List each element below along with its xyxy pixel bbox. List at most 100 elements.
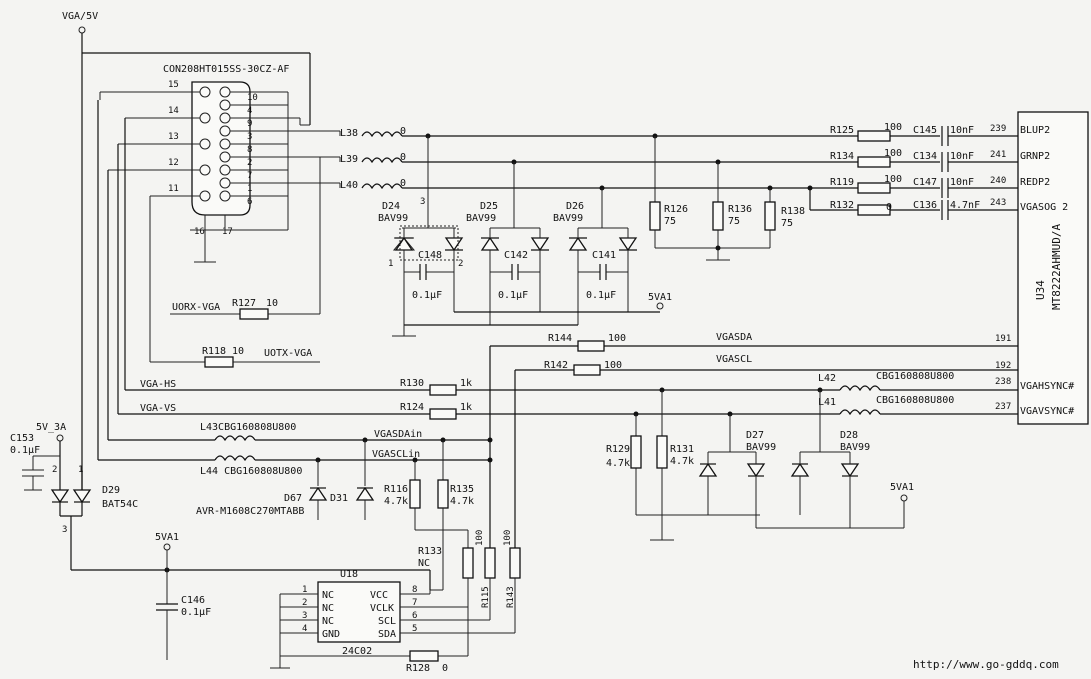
inductor-coil [839, 385, 881, 392]
ic-name: U34 [1034, 280, 1047, 300]
net-label: UOTX-VGA [264, 348, 312, 359]
resistor-label: R129 [606, 444, 630, 455]
resistor-value: 75 [728, 216, 740, 227]
resistor-label: R128 [406, 663, 430, 674]
cap-label: C145 [913, 125, 937, 136]
pin-label: 14 [168, 106, 179, 116]
inductor-label: L41 [818, 397, 836, 408]
ic-pin-number: 6 [412, 611, 417, 621]
cap-value: 10nF [950, 125, 974, 136]
ic-pin-number: 241 [990, 150, 1006, 160]
ic-pin-label: SDA [378, 629, 396, 640]
net-label: VGA-HS [140, 379, 176, 390]
cap-label: C141 [592, 250, 616, 261]
cap-value: 10nF [950, 151, 974, 162]
diode-label: D31 [330, 493, 348, 504]
resistor-value: 100 [884, 174, 902, 185]
resistor-label: R126 [664, 204, 688, 215]
ic-pin-label: VGAVSYNC# [1020, 406, 1074, 417]
cap-value: 10nF [950, 177, 974, 188]
resistor-value: 0 [886, 202, 892, 213]
resistor-value: 10 [232, 346, 244, 357]
ic-pin-number: 8 [412, 585, 417, 595]
ic-part: MT8222AHMUD/A [1050, 224, 1063, 310]
vga-connector: CON208HT015SS-30CZ-AF 15 14 13 12 11 1 [100, 64, 340, 263]
cap-label: C146 [181, 595, 205, 606]
diode-value: BAV99 [378, 213, 408, 224]
pin-label: 1 [247, 184, 252, 194]
pin-label: 6 [247, 197, 252, 207]
sync-protection: R129 4.7k R131 4.7k D27 BAV99 D28 BAV99 … [606, 387, 914, 541]
resistor-value: 4.7k [384, 496, 408, 507]
resistor-value: 100 [884, 122, 902, 133]
net-label: VGASCL [716, 354, 752, 365]
coupling-capacitors: C145 10nF C134 10nF C147 10nF C136 4.7nF… [913, 124, 1018, 220]
ic-pin-number: 4 [302, 624, 307, 634]
ic-pin-label: VGASOG 2 [1020, 202, 1068, 213]
inductor-label: L38 [340, 128, 358, 139]
ic-name: U18 [340, 569, 358, 580]
diode-pin: 3 [420, 197, 425, 207]
inductor-coil [839, 409, 881, 416]
ic-pin-label: VCC [370, 590, 388, 601]
resistor-label: R133 [418, 546, 442, 557]
cap-value: 0.1μF [10, 445, 40, 456]
resistor-label: R144 [548, 333, 572, 344]
inductor-coil [361, 157, 403, 164]
pin-label: 4 [247, 106, 252, 116]
resistor-label: R118 [202, 346, 226, 357]
cap-label: C134 [913, 151, 937, 162]
ic-pin-label: VCLK [370, 603, 394, 614]
power-label: 5VA1 [155, 532, 179, 543]
diode-value: AVR-M1608C270MTABB [196, 506, 304, 517]
diode-label: D29 [102, 485, 120, 496]
resistor-label: R127 [232, 298, 256, 309]
pin-label: 12 [168, 158, 179, 168]
resistor-label: R125 [830, 125, 854, 136]
cap-label: C148 [418, 250, 442, 261]
pin-label: 15 [168, 80, 179, 90]
watermark: http://www.go-gddq.com [913, 658, 1059, 671]
resistor-label: R124 [400, 402, 424, 413]
power-label: 5V_3A [36, 422, 66, 433]
diode-label: D24 [382, 201, 400, 212]
diode-pin: 1 [388, 259, 393, 269]
cap-value: 0.1μF [586, 290, 616, 301]
termination-resistors: R126 75 R136 75 R138 75 [649, 136, 805, 261]
diode-label: D28 [840, 430, 858, 441]
ic-pin-number: 5 [412, 624, 417, 634]
ic-pin-label: GRNP2 [1020, 151, 1050, 162]
net-label: VGASDA [716, 332, 752, 343]
resistor-label: R132 [830, 200, 854, 211]
cap-label: C147 [913, 177, 937, 188]
vga5v-label: VGA/5V [62, 11, 98, 22]
pin-label: 16 [194, 227, 205, 237]
net-label: VGASDAin [374, 429, 422, 440]
ic-pin-label: GND [322, 629, 340, 640]
power-label: 5VA1 [648, 292, 672, 303]
diode-pin: 2 [52, 465, 57, 475]
cap-value: 0.1μF [412, 290, 442, 301]
inductor-coil [361, 131, 403, 138]
resistor-value: 1k [460, 402, 472, 413]
ic-u34: BLUP2 GRNP2 REDP2 VGASOG 2 VGAHSYNC# VGA… [995, 111, 1089, 425]
inductor-label: L39 [340, 154, 358, 165]
cap-value: 0.1μF [498, 290, 528, 301]
ic-pin-label: NC [322, 603, 334, 614]
resistor-value: 100 [475, 530, 485, 546]
inductor-label: L44 CBG160808U800 [200, 466, 302, 477]
ic-pin-number: 2 [302, 598, 307, 608]
net-label: VGA-VS [140, 403, 176, 414]
ic-pin-label: VGAHSYNC# [1020, 381, 1074, 392]
esd-diodes: D24 BAV99 D25 BAV99 D26 BAV99 [378, 136, 672, 337]
ic-part: 24C02 [342, 646, 372, 657]
net-label: VGASCLin [372, 449, 420, 460]
pin-label: 10 [247, 93, 258, 103]
pin-label: 3 [247, 132, 252, 142]
inductor-value: 0 [400, 152, 406, 163]
diode-value: BAT54C [102, 499, 138, 510]
resistor-value: 4.7k [450, 496, 474, 507]
ic-pin-number: 237 [995, 402, 1011, 412]
resistor-label: R116 [384, 484, 408, 495]
diode-pin: 3 [62, 525, 67, 535]
